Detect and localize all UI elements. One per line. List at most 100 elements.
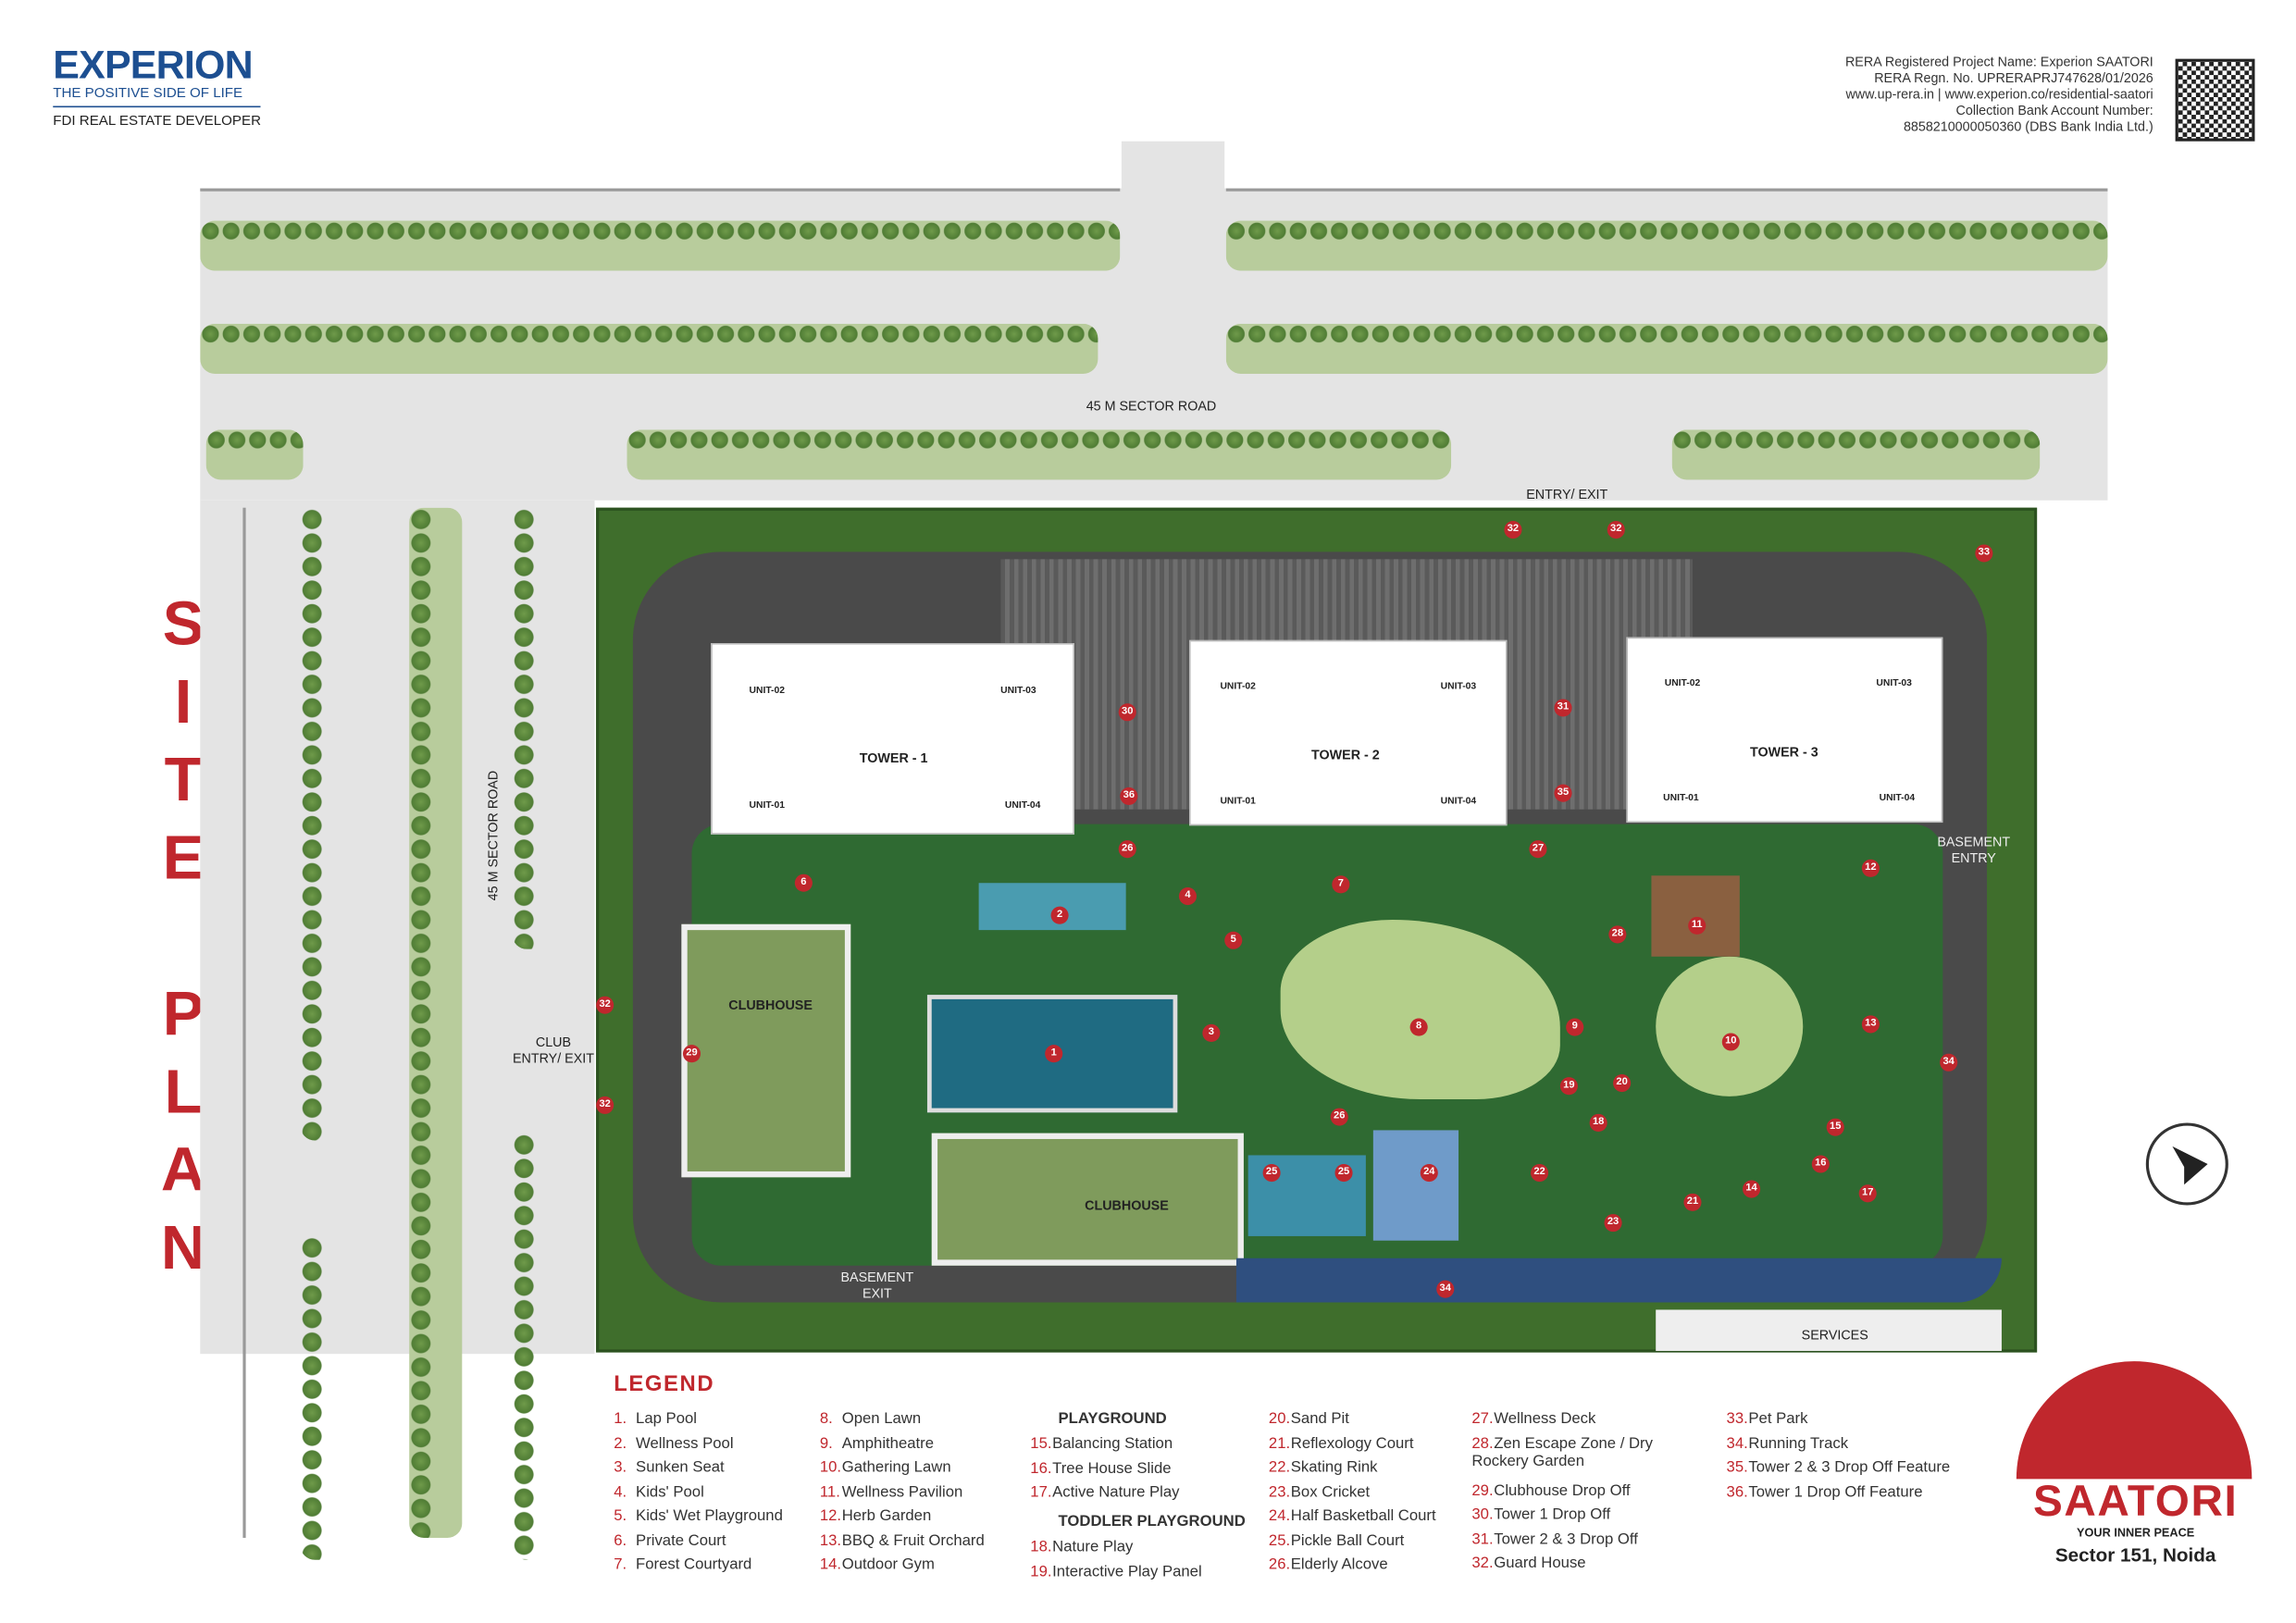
legend-label: Zen Escape Zone / Dry Rockery Garden xyxy=(1471,1433,1653,1470)
legend-number: 31. xyxy=(1471,1530,1494,1548)
amenity-marker[interactable]: 5 xyxy=(1224,931,1243,949)
amenity-marker[interactable]: 22 xyxy=(1531,1164,1549,1183)
legend-item: 4.Kids' Pool xyxy=(614,1482,704,1500)
amenity-marker[interactable]: 18 xyxy=(1589,1113,1607,1133)
legend-label: Outdoor Gym xyxy=(841,1555,935,1574)
amenity-marker[interactable]: 16 xyxy=(1811,1155,1830,1173)
legend-label: Private Court xyxy=(636,1530,726,1549)
amenity-marker[interactable]: 25 xyxy=(1334,1164,1353,1183)
legend-item: 33.Pet Park xyxy=(1727,1410,1808,1428)
amenity-marker[interactable]: 27 xyxy=(1529,840,1547,859)
amenity-marker[interactable]: 10 xyxy=(1721,1033,1740,1051)
tree-column xyxy=(409,507,463,1538)
road-label: 45 M SECTOR ROAD xyxy=(1086,398,1217,414)
legend-number: 4. xyxy=(614,1482,627,1501)
legend-item: 25.Pickle Ball Court xyxy=(1269,1531,1404,1549)
amenity-marker[interactable]: 23 xyxy=(1604,1214,1622,1233)
legend-number: 25. xyxy=(1268,1530,1291,1549)
amenity-marker[interactable]: 19 xyxy=(1559,1077,1578,1096)
legend-number: 17. xyxy=(1030,1483,1052,1502)
basement-entry-label: BASEMENT ENTRY xyxy=(1937,834,2011,866)
amenity-marker[interactable]: 31 xyxy=(1554,699,1572,717)
legend-title: LEGEND xyxy=(614,1371,715,1397)
amenity-marker[interactable]: 8 xyxy=(1409,1018,1428,1036)
saatori-location: Sector 151, Noida xyxy=(2054,1543,2216,1567)
amenity-marker[interactable]: 28 xyxy=(1608,925,1627,944)
legend-number: 20. xyxy=(1268,1409,1291,1428)
amenity-marker[interactable]: 24 xyxy=(1420,1164,1438,1183)
clubhouse-1[interactable]: CLUBHOUSE xyxy=(681,923,851,1178)
legend-number: 34. xyxy=(1726,1433,1748,1452)
amenity-marker[interactable]: 33 xyxy=(1975,544,1993,563)
legend-label: Sunken Seat xyxy=(636,1458,725,1477)
legend-number: 23. xyxy=(1268,1482,1291,1501)
amenity-marker[interactable]: 20 xyxy=(1613,1073,1632,1093)
north-compass-icon xyxy=(2145,1122,2228,1206)
legend-number: 19. xyxy=(1030,1562,1052,1580)
legend-item: 10.Gathering Lawn xyxy=(820,1458,951,1476)
clubhouse-2[interactable]: CLUBHOUSE xyxy=(931,1133,1244,1266)
amenity-marker[interactable]: 34 xyxy=(1940,1053,1958,1072)
legend-number: 6. xyxy=(614,1530,627,1549)
legend-item: 21.Reflexology Court xyxy=(1269,1434,1414,1452)
legend-item: 6. Private Court xyxy=(614,1531,726,1549)
amenity-marker[interactable]: 26 xyxy=(1118,840,1136,859)
wellness-pavilion xyxy=(1651,875,1740,957)
amenity-marker[interactable]: 15 xyxy=(1826,1118,1844,1136)
legend-item: 22.Skating Rink xyxy=(1269,1458,1378,1476)
tower-3[interactable]: UNIT-02 UNIT-03 TOWER - 3 UNIT-01 UNIT-0… xyxy=(1626,637,1943,824)
tree-row xyxy=(200,323,1098,374)
amenity-marker[interactable]: 32 xyxy=(1607,521,1625,539)
amenity-marker[interactable]: 12 xyxy=(1861,859,1880,877)
amenity-marker[interactable]: 25 xyxy=(1262,1164,1281,1183)
amenity-marker[interactable]: 6 xyxy=(794,873,813,892)
amenity-marker[interactable]: 30 xyxy=(1118,703,1136,722)
amenity-marker[interactable]: 32 xyxy=(1504,521,1522,539)
legend-label: Skating Rink xyxy=(1290,1458,1378,1477)
amenity-marker[interactable]: 34 xyxy=(1436,1280,1455,1298)
legend-number: 30. xyxy=(1471,1505,1494,1524)
amenity-marker[interactable]: 3 xyxy=(1202,1023,1221,1043)
amenity-marker[interactable]: 32 xyxy=(596,996,614,1014)
legend-label: Lap Pool xyxy=(636,1409,697,1428)
tree-row xyxy=(205,429,304,480)
amenity-marker[interactable]: 13 xyxy=(1861,1015,1880,1034)
qr-code-icon[interactable] xyxy=(2175,58,2255,142)
amenity-marker[interactable]: 29 xyxy=(682,1045,701,1063)
legend-number: 12. xyxy=(819,1506,842,1525)
legend-item: 31.Tower 2 & 3 Drop Off xyxy=(1471,1530,1637,1547)
amenity-marker[interactable]: 4 xyxy=(1178,887,1197,906)
legend-label: BBQ & Fruit Orchard xyxy=(841,1530,985,1549)
legend-number: 7. xyxy=(614,1555,627,1574)
legend-number: 8. xyxy=(819,1409,833,1428)
legend-label: Wellness Pavilion xyxy=(841,1482,963,1501)
amenity-marker[interactable]: 32 xyxy=(596,1096,614,1114)
amenity-marker[interactable]: 2 xyxy=(1050,906,1069,924)
legend-item: 26.Elderly Alcove xyxy=(1269,1555,1388,1573)
legend-number: 35. xyxy=(1726,1458,1748,1477)
amenity-marker[interactable]: 21 xyxy=(1683,1193,1702,1211)
tower-2[interactable]: UNIT-02 UNIT-03 TOWER - 2 UNIT-01 UNIT-0… xyxy=(1189,639,1508,826)
amenity-marker[interactable]: 35 xyxy=(1554,784,1572,802)
legend-item: 29.Clubhouse Drop Off xyxy=(1471,1481,1630,1499)
legend-label: Wellness Deck xyxy=(1494,1409,1596,1428)
saatori-name: SAATORI xyxy=(2032,1477,2239,1527)
amenity-marker[interactable]: 9 xyxy=(1566,1018,1584,1036)
tower-label: TOWER - 1 xyxy=(859,750,928,766)
amenity-marker[interactable]: 7 xyxy=(1332,875,1350,894)
amenity-marker[interactable]: 11 xyxy=(1688,916,1706,935)
legend-label: Tower 1 Drop Off Feature xyxy=(1748,1482,1923,1501)
legend-label: Sand Pit xyxy=(1290,1409,1349,1428)
amenity-marker[interactable]: 36 xyxy=(1120,787,1138,805)
legend-number: 24. xyxy=(1268,1506,1291,1525)
tower-1[interactable]: UNIT-02 UNIT-03 TOWER - 1 UNIT-01 UNIT-0… xyxy=(711,643,1074,835)
legend-item: 20.Sand Pit xyxy=(1269,1410,1349,1428)
amenity-marker[interactable]: 1 xyxy=(1045,1045,1063,1063)
brand-subtitle: FDI REAL ESTATE DEVELOPER xyxy=(53,113,261,130)
legend-number: 32. xyxy=(1471,1554,1494,1572)
legend-item: 36.Tower 1 Drop Off Feature xyxy=(1727,1482,1923,1500)
legend-label: Clubhouse Drop Off xyxy=(1494,1481,1631,1499)
amenity-marker[interactable]: 14 xyxy=(1743,1180,1761,1198)
amenity-marker[interactable]: 17 xyxy=(1858,1184,1877,1203)
amenity-marker[interactable]: 26 xyxy=(1330,1108,1348,1126)
